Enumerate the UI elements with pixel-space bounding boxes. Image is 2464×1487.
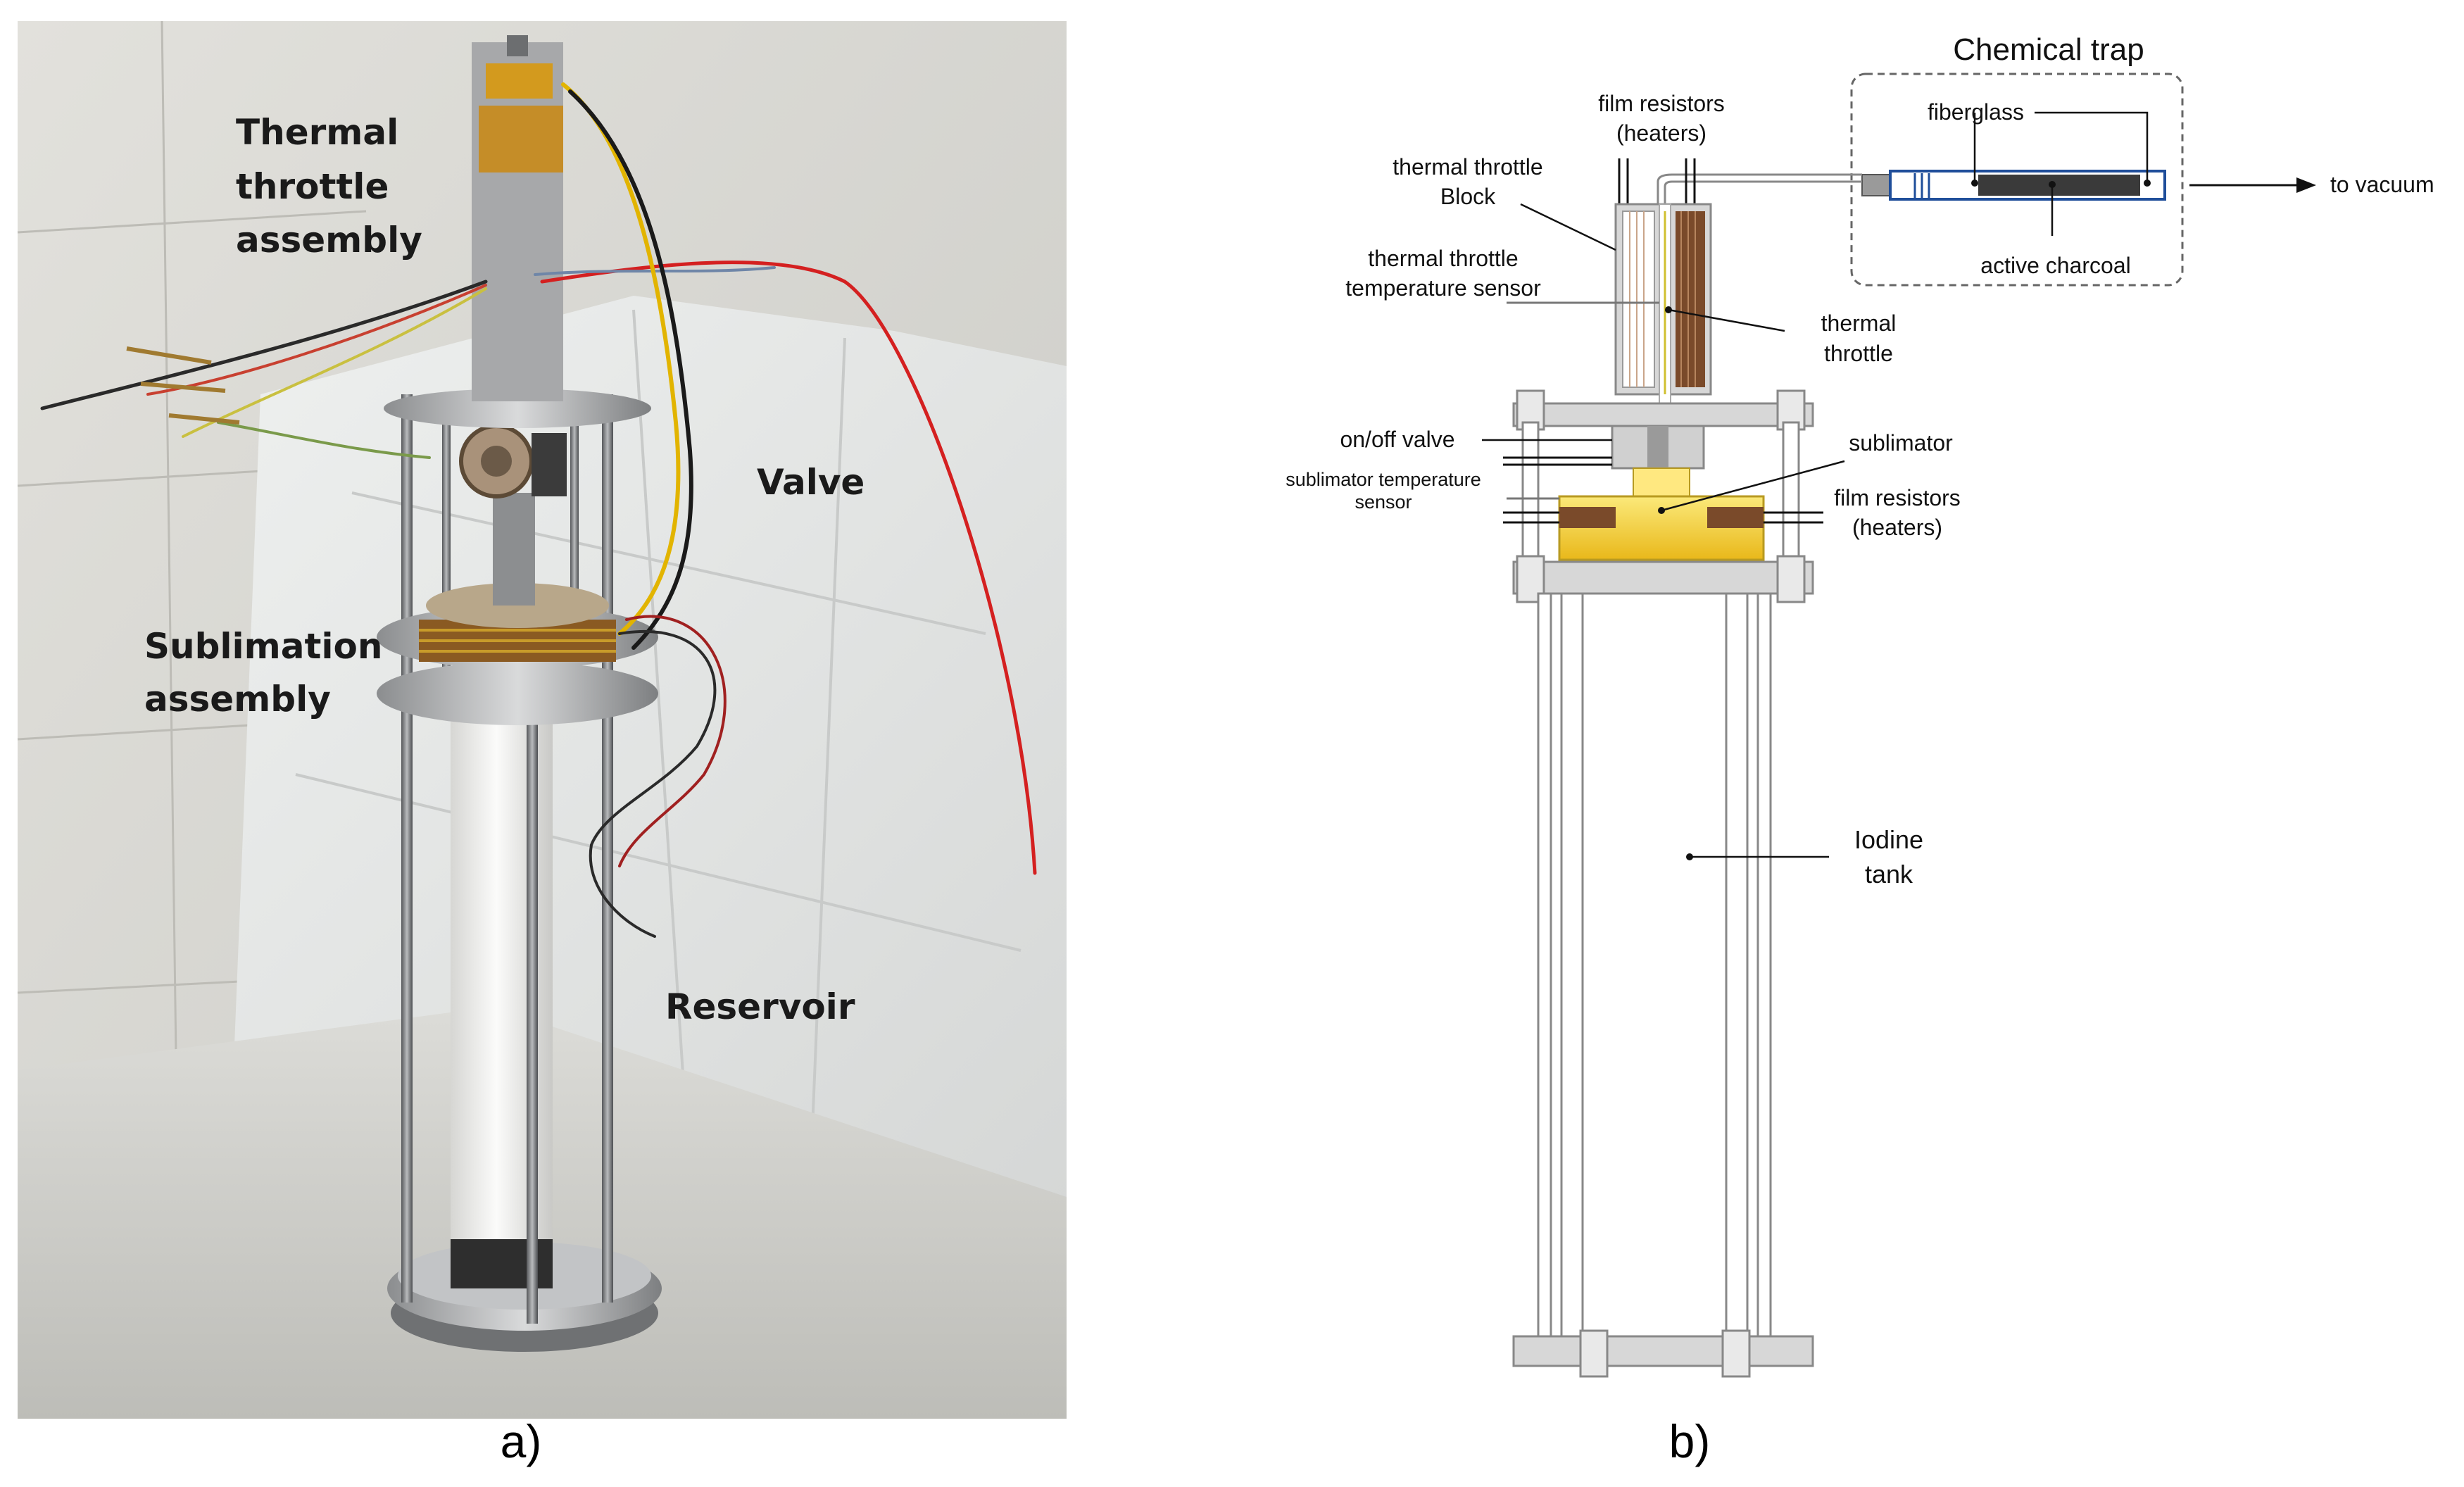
lower-flange — [377, 662, 658, 725]
frame-bolt — [1721, 1329, 1751, 1378]
photo-panel: Thermal throttle assembly Valve Sublimat… — [17, 20, 1067, 1419]
leader-dot — [1686, 853, 1693, 860]
frame-bolt — [1579, 1329, 1609, 1378]
heater-wires-top — [1618, 158, 1696, 204]
leader-sublimator — [1661, 460, 1845, 512]
label-iodine-tank-2: tank — [1865, 860, 1913, 889]
caption-b: b) — [1669, 1415, 1711, 1467]
wall-tile-lines — [17, 20, 367, 1057]
throttle-bore-left — [1622, 211, 1655, 388]
resistor-windings — [1680, 211, 1696, 387]
tie-rod-right — [1756, 592, 1772, 1338]
leader-dot — [1971, 180, 1978, 187]
label-fiberglass: fiberglass — [1928, 99, 2024, 125]
tank-wall-right — [1725, 592, 1749, 1338]
label-iodine-tank-1: Iodine — [1854, 825, 1923, 854]
wires — [40, 82, 1037, 938]
label-film-resistors-top-1: film resistors — [1598, 91, 1725, 116]
label-throttle-block-1: thermal throttle — [1393, 154, 1542, 180]
schematic-panel: Chemical trap fiberglass active charcoal… — [1286, 32, 2434, 1378]
label-valve: Valve — [757, 462, 865, 503]
bottom-frame-plate — [1512, 1335, 1814, 1367]
chemical-trap-box — [1850, 73, 2184, 287]
sublimator-neck — [1633, 468, 1690, 497]
tie-rod — [401, 394, 413, 1303]
label-sublimator-sensor-2: sensor — [1354, 491, 1412, 513]
throttle-bore-lines — [1629, 211, 1645, 387]
charcoal-fill — [1978, 175, 2140, 196]
label-onoff-valve: on/off valve — [1340, 427, 1454, 452]
label-thermal-throttle-1: thermal — [1821, 310, 1897, 336]
heater-winding — [419, 629, 616, 653]
label-thermal-throttle-1: Thermal — [236, 112, 398, 153]
label-reservoir: Reservoir — [665, 986, 855, 1027]
sublimator-resistor-left — [1559, 507, 1616, 528]
valve-gear — [532, 433, 567, 496]
label-film-resistors-top-2: (heaters) — [1616, 120, 1706, 146]
trap-fitting — [1861, 174, 1891, 196]
label-sublimator: sublimator — [1849, 430, 1953, 456]
throttle-fitting — [507, 35, 528, 56]
label-thermal-throttle-2: throttle — [236, 166, 389, 207]
leader-dot — [1665, 306, 1672, 313]
film-resistor-block — [1676, 211, 1705, 387]
chemical-trap-title: Chemical trap — [1953, 32, 2144, 67]
trap-leaders — [1973, 111, 2149, 236]
label-sublimation-2: assembly — [144, 679, 331, 720]
label-throttle-sensor-1: thermal throttle — [1368, 246, 1518, 271]
trap-rings — [1913, 173, 1930, 198]
caption-a: a) — [501, 1415, 542, 1467]
top-plate — [384, 389, 651, 428]
tarp-creases — [295, 309, 1022, 1198]
pipe-inner — [1657, 173, 1862, 208]
label-film-resistors-bottom-1: film resistors — [1834, 485, 1961, 510]
middle-frame-plate — [1512, 560, 1814, 595]
valve-stem — [493, 493, 535, 606]
leader-dot — [1658, 507, 1665, 514]
valve-motor-hub — [481, 446, 512, 477]
vacuum-arrowhead — [2296, 177, 2316, 193]
leader-throttle-block — [1520, 203, 1616, 251]
label-active-charcoal: active charcoal — [1980, 253, 2130, 278]
label-thermal-throttle-2: throttle — [1824, 341, 1893, 366]
label-film-resistors-bottom-2: (heaters) — [1852, 515, 1942, 540]
leader-dot — [2049, 181, 2056, 188]
frame-bolt — [1776, 555, 1806, 603]
label-throttle-sensor-2: temperature sensor — [1345, 275, 1541, 301]
sublimator-resistor-right — [1707, 507, 1764, 528]
label-thermal-throttle-3: assembly — [236, 220, 422, 261]
connector-pins — [126, 346, 240, 425]
leader-dot — [2144, 180, 2151, 187]
tie-rod — [527, 690, 538, 1324]
valve-actuator — [1647, 426, 1668, 468]
throttle-block — [472, 42, 563, 401]
label-to-vacuum: to vacuum — [2330, 172, 2434, 197]
tank-wall-left — [1560, 592, 1584, 1338]
upper-frame-plate — [1512, 402, 1814, 427]
fiberglass-plug — [1932, 175, 1959, 196]
tie-rod — [602, 394, 613, 1303]
leader-thermal-throttle — [1668, 308, 1785, 332]
sublimator-heater-wires — [1503, 456, 1823, 524]
label-sublimator-sensor-1: sublimator temperature — [1286, 469, 1481, 490]
pipe-outer — [1664, 180, 1862, 208]
kapton-tape — [479, 106, 563, 172]
tarp-background — [232, 296, 1067, 1211]
tie-rod-left — [1537, 592, 1552, 1338]
kapton-tape — [486, 63, 553, 99]
label-throttle-block-2: Block — [1440, 184, 1496, 209]
label-sublimation-1: Sublimation — [144, 626, 383, 667]
